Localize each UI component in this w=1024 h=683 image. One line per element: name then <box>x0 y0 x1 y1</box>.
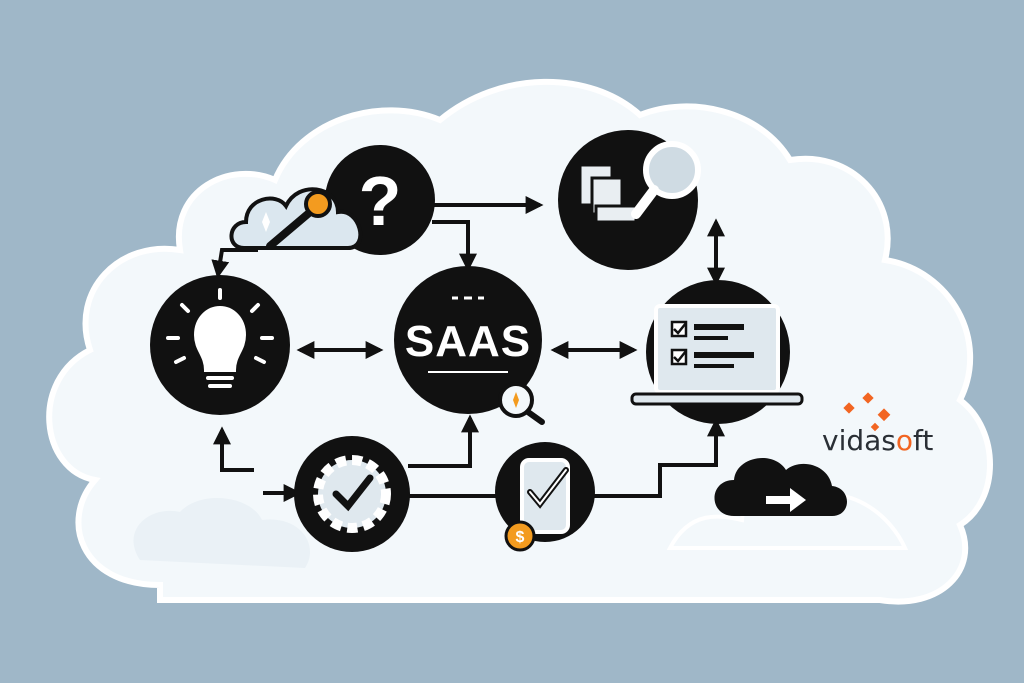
arrow-settings-saas <box>408 414 479 468</box>
node-idea <box>150 275 290 415</box>
node-upload <box>666 457 909 550</box>
cloud-rocket-icon <box>229 187 363 250</box>
node-mobile: $ <box>495 442 595 552</box>
magnifier-icon <box>631 141 701 219</box>
logo-text-prefix: vidas <box>822 424 896 457</box>
connectors <box>211 196 725 502</box>
logo-o-icon: o <box>896 424 913 457</box>
arrow-question-to-saas <box>432 220 477 272</box>
saas-label: SAAS <box>405 317 531 366</box>
lightbulb-icon <box>166 288 274 388</box>
coin-icon: $ <box>504 520 536 552</box>
svg-text:vidasoft: vidasoft <box>822 424 933 457</box>
search-badge-icon <box>498 382 545 425</box>
node-search <box>558 130 701 270</box>
documents-icon <box>578 163 638 224</box>
gear-check-icon <box>313 455 391 533</box>
arrow-settings-idea <box>213 426 254 472</box>
phone-check-icon <box>520 458 570 534</box>
node-laptop <box>630 280 804 424</box>
arrow-mobile-laptop <box>590 418 725 498</box>
node-question: ? <box>229 145 435 255</box>
question-mark-icon: ? <box>359 162 402 240</box>
arrow-right-icon <box>766 488 806 512</box>
laptop-checklist-icon <box>630 304 804 406</box>
svg-text:$: $ <box>516 529 525 546</box>
node-saas: SAAS <box>394 266 545 425</box>
logo-text-suffix: ft <box>913 424 933 457</box>
node-settings <box>294 436 410 552</box>
vidasoft-logo: vidasoft <box>822 392 933 457</box>
